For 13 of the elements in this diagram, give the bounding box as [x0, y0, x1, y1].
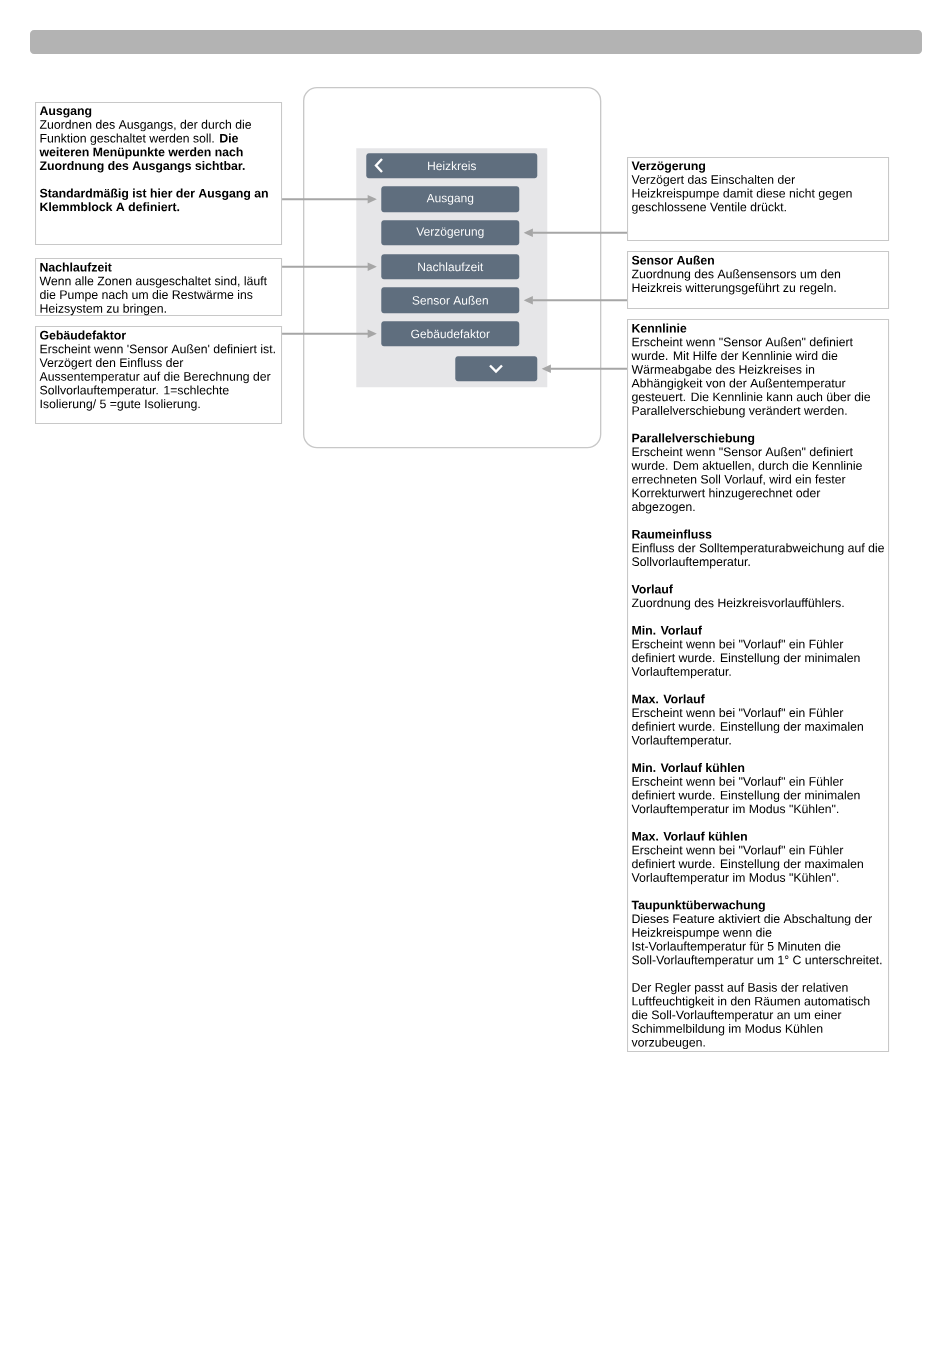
menu-button: Verzögerung — [381, 220, 520, 246]
description-box: Kennlinie Erscheint wenn "Sensor Außen" definiert wurde. Mit Hilfe der Kennlinie wird die Wärmeabgabe des Heizkreises in Abhängigkeit von der Außentemperatur gesteuert. Die Kennlinie kann auch über die Parallelverschiebung verändert werden. Parallelverschiebung Erscheint wenn "Sensor Außen" definiert wurde. Dem aktuellen, durch die Kennlinie errechneten Soll Vorlauf, wird ein fester Korrekturwert hinzugerechnet oder abgezogen. Raumeinfluss Einfluss der Solltemperaturabweichung auf die Sollvorlauftemperatur. Vorlauf Zuordnung des Heizkreisvorlauffühlers. Min. Vorlauf Erscheint wenn bei "Vorlauf" ein Fühler definiert wurde. Einstellung der minimalen Vorlauftemperatur. Max. Vorlauf Erscheint wenn bei "Vorlauf" ein Fühler definiert wurde. Einstellung der maximalen Vorlauftemperatur. Min. Vorlauf kühlen Erscheint wenn bei "Vorlauf" ein Fühler definiert wurde. Einstellung der minimalen Vorlauftemperatur im Modus "Kühlen". Max. Vorlauf kühlen Erscheint wenn bei "Vorlauf" ein Fühler definiert wurde. Einstellung der maximalen Vorlauftemperatur im Modus "Kühlen". Taupunktüberwachung Dieses Feature aktiviert die Abschaltung der Heizkreispumpe wenn die Ist-Vorlauftemperatur für 5 Minuten die Soll-Vorlauftemperatur um 1° C unterschreitet. Der Regler passt auf Basis der relativen Luftfeuchtigkeit in den Räumen automatisch die Soll-Vorlauftemperatur an um einer Schimmelbildung im Modus Kühlen vorzubeugen. — [627, 319, 890, 1053]
description-box: Gebäudefaktor Erscheint wenn 'Sensor Außen' definiert ist. Verzögert den Einfluss der Aussentemperatur auf die Berechnung der Sollvorlauftemperatur. 1=schlechte Isolierung/ 5 =gute Isolierung. — [35, 326, 283, 425]
menu-button: Nachlaufzeit — [381, 254, 520, 280]
description-box: Nachlaufzeit Wenn alle Zonen ausgeschaltet sind, läuft die Pumpe nach um die Restwärme ins Heizsystem zu bringen. — [35, 258, 283, 317]
description-box: Sensor Außen Zuordnung des Außensensors um den Heizkreis witterungsgeführt zu regeln. — [627, 251, 890, 310]
menu-button: Sensor Außen — [381, 287, 520, 314]
menu-button: Ausgang — [381, 186, 520, 213]
menu-header-bar: Heizkreis — [366, 153, 538, 179]
description-box: Verzögerung Verzögert das Einschalten der Heizkreispumpe damit diese nicht gegen geschlossene Ventile drückt. — [627, 157, 890, 242]
scroll-down-button — [455, 356, 538, 382]
description-box: Ausgang Zuordnen des Ausgangs, der durch die Funktion geschaltet werden soll. Die weiteren Menüpunkte werden nach Zuordnung des Ausgangs sichtbar. Standardmäßig ist hier der Ausgang an Klemmblock A definiert. — [35, 102, 283, 246]
menu-button: Gebäudefaktor — [381, 321, 520, 347]
